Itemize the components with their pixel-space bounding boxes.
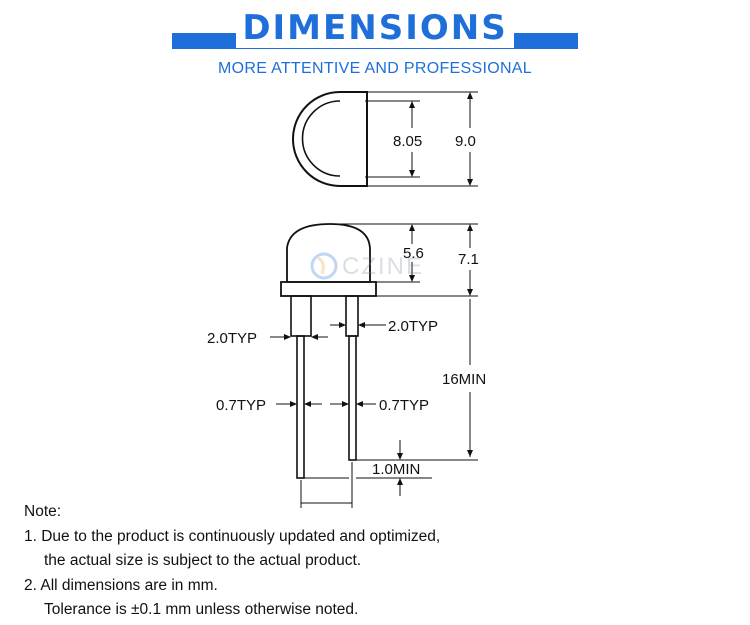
dim-outer-diameter: 9.0 — [455, 133, 476, 150]
top-view-outline — [292, 91, 368, 187]
dim-lead-spacing-right: 2.0TYP — [388, 318, 438, 335]
watermark-text: CZINE — [342, 253, 424, 280]
page-subtitle: MORE ATTENTIVE AND PROFESSIONAL — [218, 60, 532, 77]
lead-right — [348, 335, 357, 461]
header: DIMENSIONS MORE ATTENTIVE AND PROFESSION… — [0, 0, 750, 90]
notes-heading: Note: — [24, 503, 62, 520]
lead-collar-right — [345, 295, 359, 337]
notes-section: Note: 1. Due to the product is continuou… — [24, 500, 724, 623]
side-view: 5.6 7.1 2.0TYP 2.0TYP 0.7TYP 0.7TYP 16MI… — [207, 223, 486, 508]
dim-lead-width-left: 0.7TYP — [216, 397, 266, 414]
note-line-1: 1. Due to the product is continuously up… — [24, 527, 441, 545]
dim-lead-offset: 1.0MIN — [372, 461, 420, 478]
note-line-2b: Tolerance is ±0.1 mm unless otherwise no… — [44, 601, 359, 618]
watermark: CZINE — [310, 252, 424, 280]
lead-left — [296, 335, 305, 479]
dim-dome-height: 5.6 — [403, 245, 424, 262]
note-line-1b: the actual size is subject to the actual… — [44, 552, 362, 569]
dim-lead-length: 16MIN — [442, 371, 486, 388]
dim-inner-diameter: 8.05 — [393, 133, 422, 150]
dim-total-height: 7.1 — [458, 251, 479, 268]
note-line-2: 2. All dimensions are in mm. — [24, 576, 218, 594]
top-view-inner-ring — [301, 100, 341, 177]
top-view: 8.05 9.0 — [292, 91, 478, 187]
dim-lead-width-right: 0.7TYP — [379, 397, 429, 414]
page-title: DIMENSIONS — [0, 8, 750, 48]
led-flange — [280, 281, 377, 297]
lead-collar-left — [290, 295, 312, 337]
dim-lead-spacing-left: 2.0TYP — [207, 330, 257, 347]
